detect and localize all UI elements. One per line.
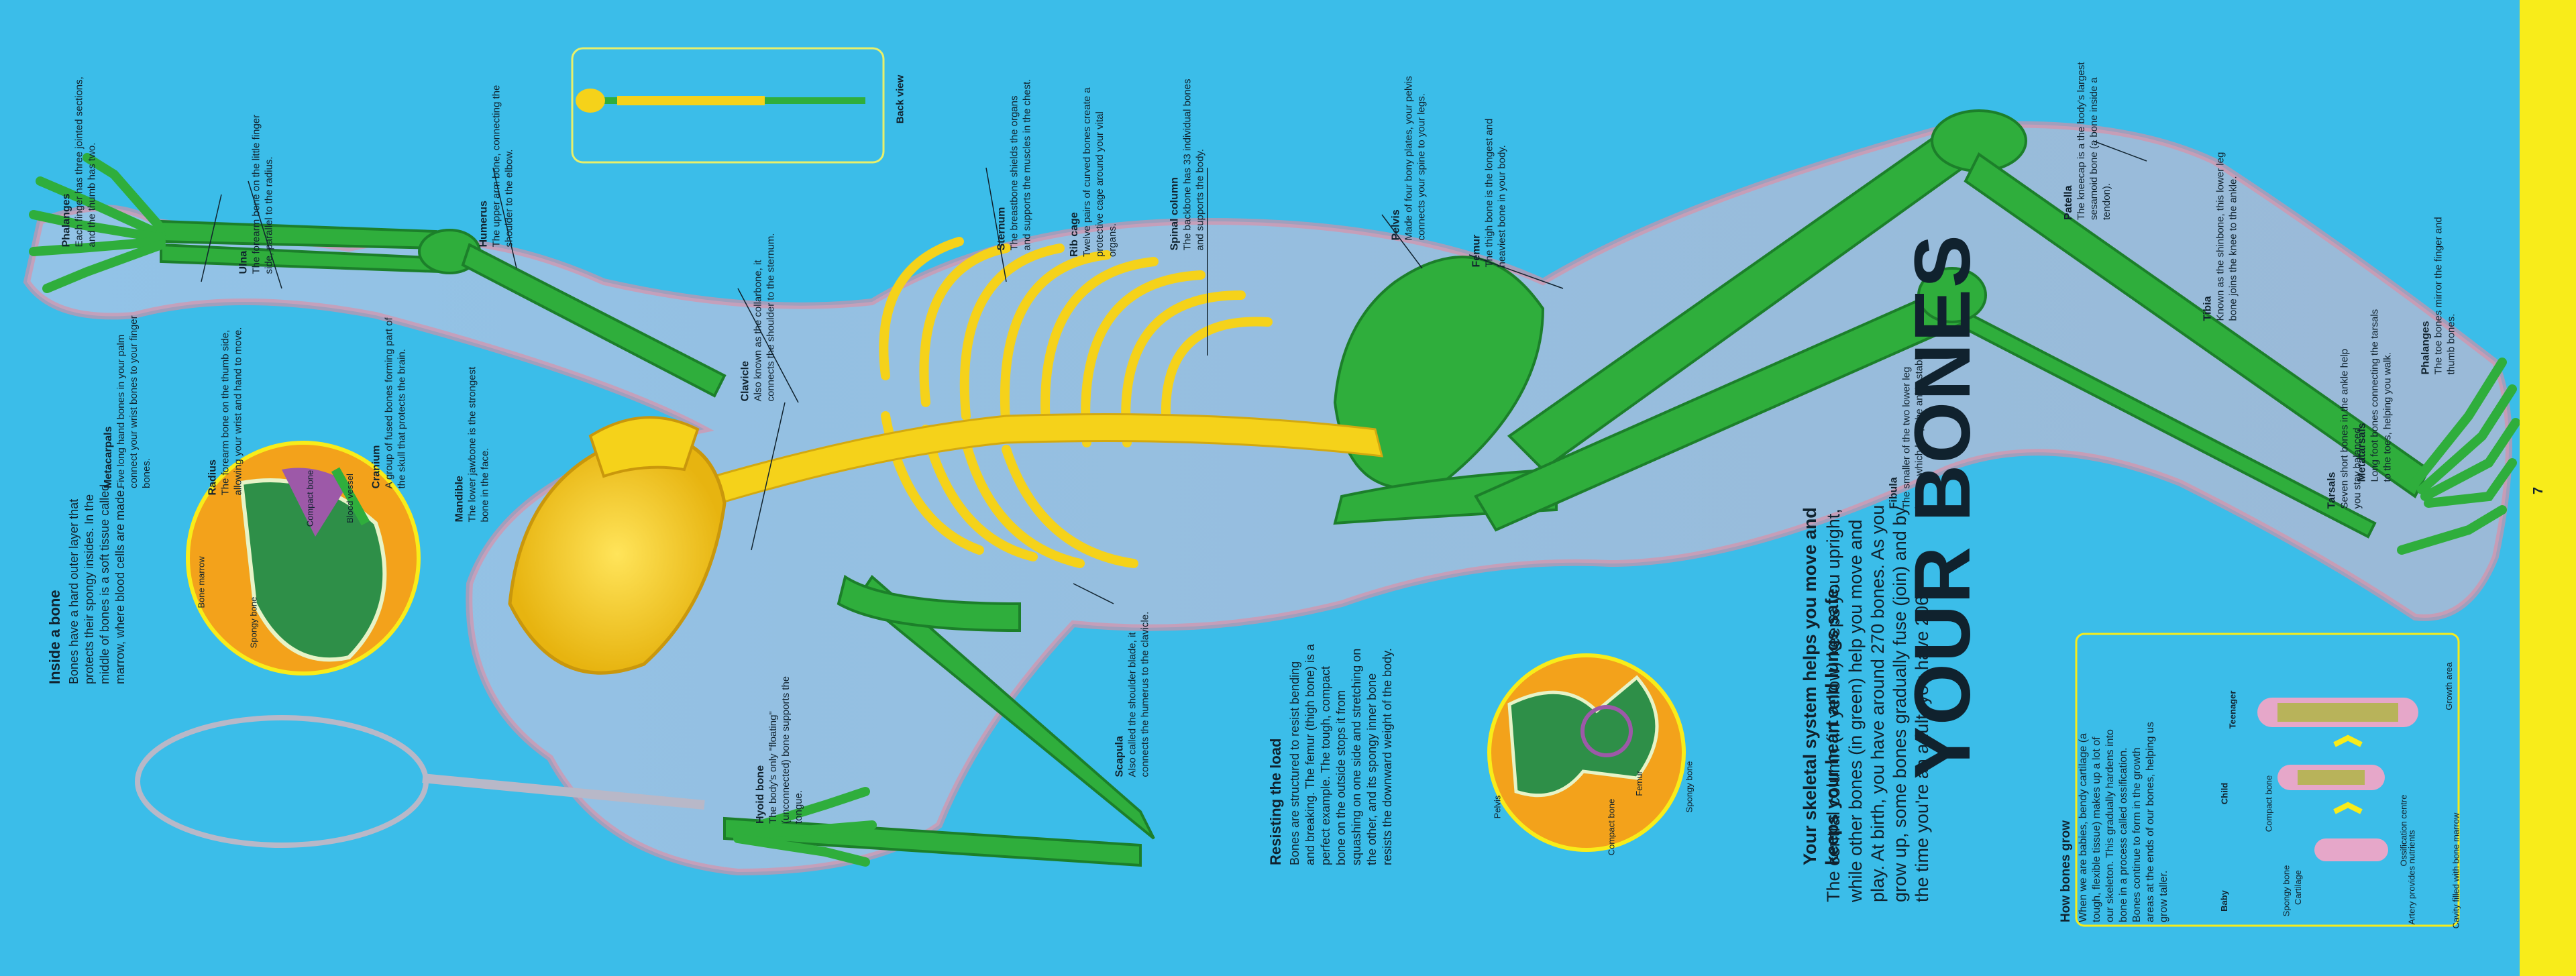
how-grow-title: How bones grow — [2059, 820, 2073, 922]
page-number: 7 — [2531, 486, 2546, 495]
hand-bones — [29, 153, 877, 867]
resisting-pelvis-label: Pelvis — [1492, 795, 1503, 819]
bone-growth-diagram — [2075, 633, 2460, 927]
arm-bones — [160, 219, 1155, 867]
inside-bone-panel: Inside a bone Bones have a hard outer la… — [46, 463, 161, 684]
grow-growth-label: Growth area — [2443, 662, 2454, 710]
stage-teenager: Teenager — [2227, 690, 2238, 729]
grow-ossification-label: Ossification centre — [2398, 794, 2409, 867]
inside-bone-text: Bones have a hard outer layer that prote… — [67, 484, 127, 684]
grow-cavity-label: Cavity filled with bone marrow — [2451, 812, 2461, 929]
resisting-compact-label: Compact bone — [1606, 798, 1617, 856]
inside-spongy-label: Spongy bone — [248, 596, 259, 649]
back-view-inset — [571, 47, 885, 164]
femur-joint-disc — [1487, 653, 1686, 852]
grow-compact-label: Compact bone — [2263, 775, 2274, 832]
inside-vessel-label: Blood vessel — [344, 474, 355, 523]
inside-compact-label: Compact bone — [305, 470, 315, 527]
skull — [508, 416, 727, 675]
resisting-panel: Resisting the load Bones are structured … — [1267, 644, 1394, 865]
resisting-title: Resisting the load — [1267, 738, 1284, 865]
resisting-spongy-label: Spongy bone — [1684, 761, 1695, 813]
leg-bones — [1333, 109, 2430, 539]
spine — [690, 413, 1383, 511]
stage-baby: Baby — [2218, 890, 2229, 912]
foot-bones — [2397, 358, 2520, 555]
stage-child: Child — [2219, 782, 2230, 805]
inside-marrow-label: Bone marrow — [196, 556, 207, 608]
resisting-text: Bones are structured to resist bending a… — [1288, 644, 1394, 865]
how-grow-panel: How bones grow When we are babies, bendy… — [2059, 721, 2180, 922]
grow-spongy-label: Spongy bone — [2281, 865, 2292, 917]
grow-cartilage-label: Cartilage — [2293, 869, 2304, 906]
resisting-femur-label: Femur — [1633, 771, 1644, 796]
racket — [135, 715, 705, 848]
page-edge-strip — [2520, 0, 2576, 976]
body-silhouette — [23, 121, 2512, 876]
inside-bone-title: Inside a bone — [46, 590, 63, 684]
inside-bone-disc — [186, 441, 421, 675]
leader-lines — [201, 140, 2147, 604]
body-text: The central column (in yellow) keeps you… — [1823, 504, 1932, 902]
how-grow-text: When we are babies, bendy cartilage (a t… — [2078, 722, 2169, 922]
back-view-label: Back view — [894, 74, 906, 124]
